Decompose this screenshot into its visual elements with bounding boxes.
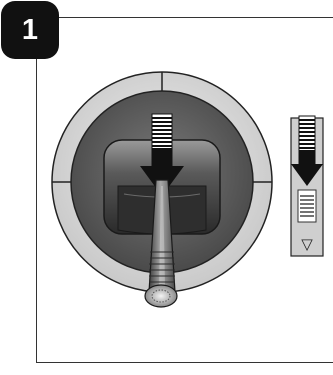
- step-number: 1: [21, 13, 39, 46]
- step-number-badge: 1: [1, 1, 59, 59]
- lever-knob: [144, 284, 178, 308]
- joystick-lever: [144, 179, 178, 308]
- ring-tick-marks: [52, 72, 272, 183]
- panel-direction-symbol: ▽: [301, 235, 313, 253]
- direction-indicator-panel: ▽: [290, 115, 324, 257]
- step-frame: [36, 17, 333, 363]
